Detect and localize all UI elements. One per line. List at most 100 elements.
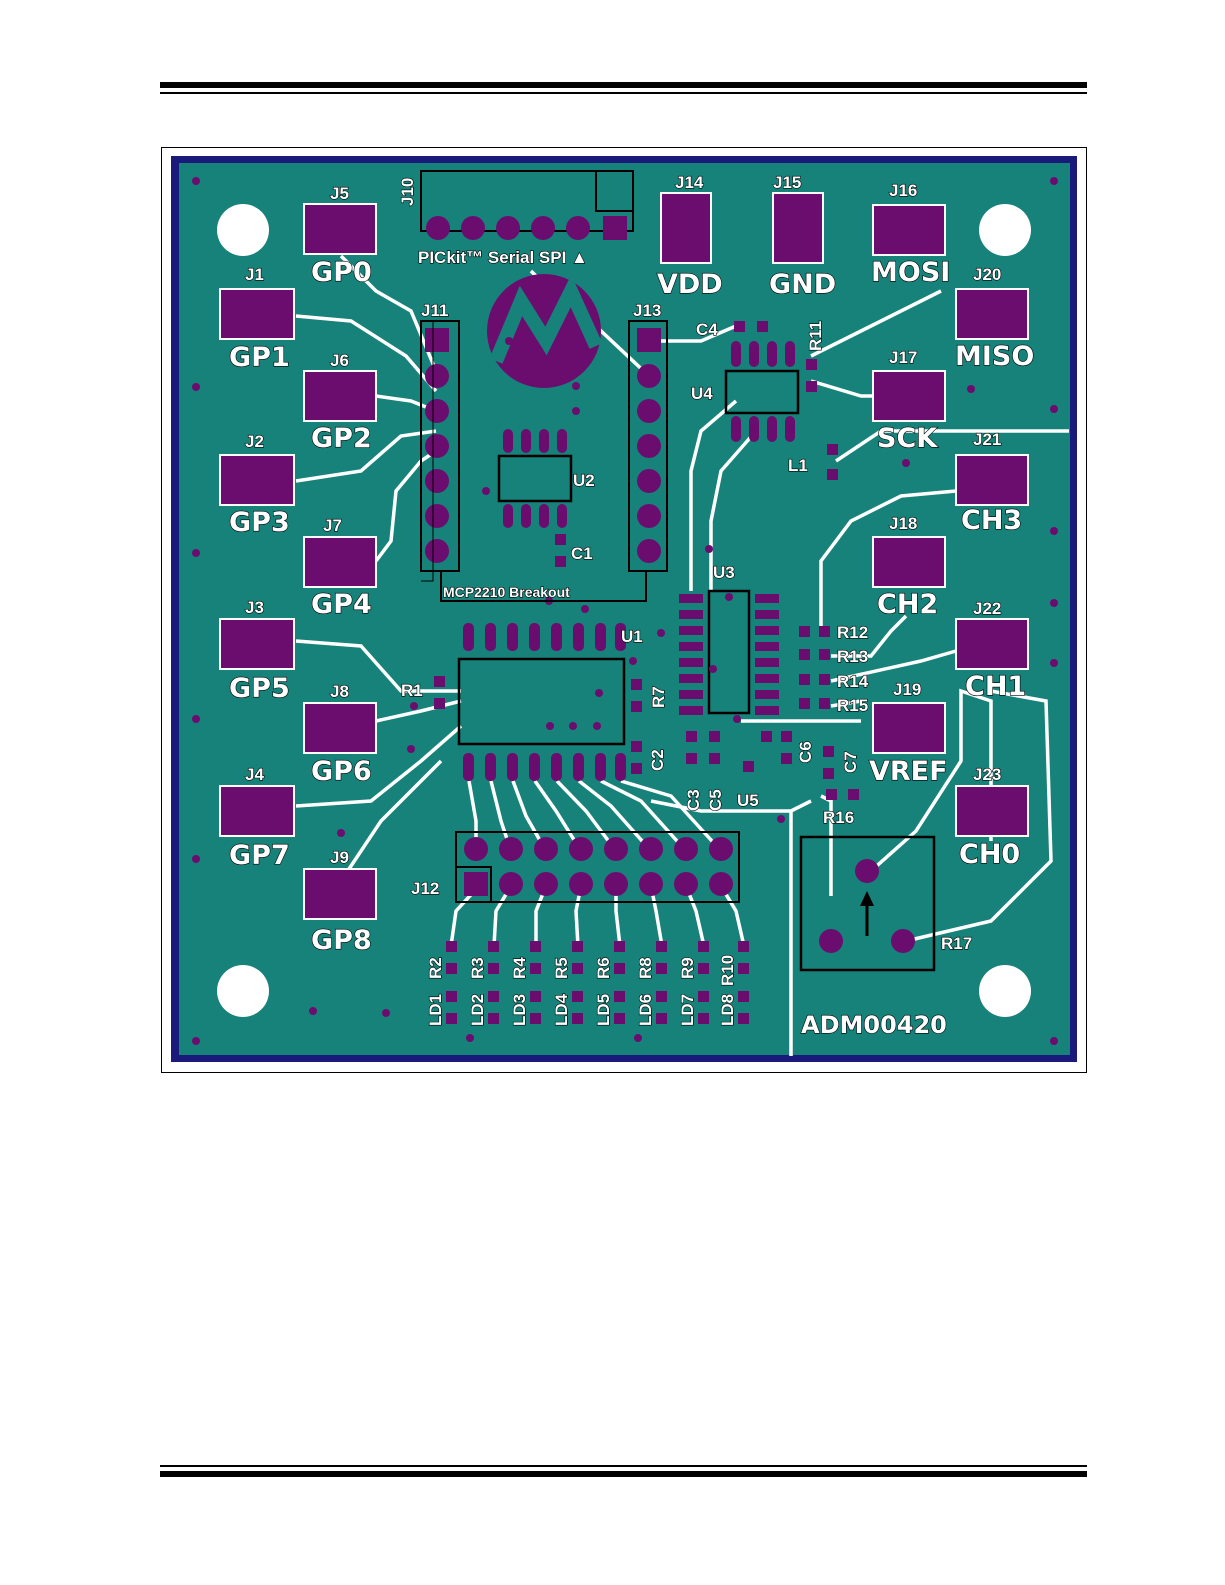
label-board-id: ADM00420: [801, 1011, 947, 1039]
label-ld: LD3: [510, 994, 529, 1026]
led-resistor-labels: R2 R3 R4 R5 R6 R8 R9 R10: [425, 954, 737, 986]
trace: [819, 489, 957, 631]
ic-u1: [457, 623, 626, 781]
label-j17: J17: [889, 348, 917, 367]
trace: [339, 254, 438, 372]
label-j22: J22: [973, 599, 1001, 618]
pad-j21: [955, 454, 1029, 506]
label-r: R6: [594, 957, 613, 979]
pad-j15: [772, 192, 824, 264]
label-r14: R14: [837, 672, 869, 691]
label-j1: J1: [245, 265, 264, 284]
trace: [905, 689, 1053, 943]
pad-j8: [303, 702, 377, 754]
label-c7: C7: [841, 751, 860, 773]
footer-rule-thin: [160, 1465, 1087, 1467]
label-r11: R11: [806, 321, 825, 351]
label-j21: J21: [973, 430, 1001, 449]
pad-j5: [303, 203, 377, 255]
pad-j14: [660, 192, 712, 264]
header-j13: [628, 320, 668, 572]
label-j5: J5: [330, 184, 349, 203]
pin-pad: [426, 216, 450, 240]
label-gnd: GND: [769, 269, 836, 300]
trace: [374, 449, 437, 563]
pin-pad: [496, 216, 520, 240]
trace: [709, 429, 758, 591]
label-r17: R17: [941, 934, 972, 953]
label-ld: LD1: [426, 994, 445, 1026]
vias: [192, 177, 1058, 1045]
header-rule-thin: [160, 92, 1087, 94]
pin-pad-square: [425, 328, 449, 352]
label-mosi: MOSI: [871, 257, 950, 288]
pin-pad: [531, 216, 555, 240]
label-j6: J6: [330, 351, 349, 370]
trace: [533, 779, 583, 852]
label-u5: U5: [737, 791, 759, 810]
label-c5: C5: [706, 789, 725, 811]
silkscreen-labels: J10 PICkit™ Serial SPI ▲ J5 GP0 J1 GP1 J…: [228, 172, 1035, 1039]
pin-pad-square: [637, 328, 661, 352]
label-gp7: GP7: [229, 840, 290, 871]
label-c1: C1: [571, 544, 593, 563]
label-ld: LD4: [552, 993, 571, 1026]
label-vref: VREF: [869, 756, 948, 787]
label-u3: U3: [713, 563, 735, 582]
test-pads: [219, 192, 1029, 920]
label-gp4: GP4: [311, 589, 372, 620]
pad-j17: [872, 370, 946, 422]
breakout-outline: [440, 571, 647, 602]
label-j18: J18: [889, 514, 917, 533]
label-ld: LD6: [636, 994, 655, 1026]
pad-j20: [955, 288, 1029, 340]
mounting-hole: [979, 204, 1031, 256]
trace: [295, 639, 461, 693]
label-ld: LD2: [468, 994, 487, 1026]
trace: [646, 324, 737, 343]
label-r: R9: [678, 957, 697, 979]
trace: [295, 724, 463, 808]
label-pickit: PICkit™ Serial SPI ▲: [418, 248, 588, 267]
label-gp5: GP5: [229, 673, 290, 704]
trace: [577, 779, 653, 853]
mounting-hole: [217, 965, 269, 1017]
pin-pad: [461, 216, 485, 240]
label-ch3: CH3: [961, 505, 1022, 536]
header-rule-thick: [160, 82, 1087, 88]
led-labels: LD1 LD2 LD3 LD4 LD5 LD6 LD7 LD8: [425, 993, 737, 1027]
label-breakout: MCP2210 Breakout: [443, 584, 570, 600]
trace: [835, 429, 1069, 463]
trace: [555, 779, 618, 853]
trace: [831, 614, 908, 658]
pad-j6: [303, 370, 377, 422]
label-j15: J15: [773, 173, 801, 192]
label-j3: J3: [245, 598, 264, 617]
pad-j23: [955, 785, 1029, 837]
label-gp3: GP3: [229, 507, 290, 538]
header-j12: [455, 831, 740, 903]
label-ld: LD7: [678, 994, 697, 1026]
label-ld: LD8: [718, 994, 737, 1026]
label-j11: J11: [421, 301, 448, 320]
trace: [339, 759, 443, 882]
pad-j9: [303, 868, 377, 920]
label-r: R10: [718, 955, 737, 986]
pin-pad-square: [603, 216, 627, 240]
trace: [375, 699, 462, 723]
label-ch2: CH2: [877, 589, 938, 620]
label-vdd: VDD: [657, 269, 723, 300]
label-j9: J9: [330, 848, 349, 867]
pad-j22: [955, 618, 1029, 670]
label-j2: J2: [245, 432, 264, 451]
label-c2: C2: [648, 749, 667, 771]
label-gp8: GP8: [311, 925, 372, 956]
label-j20: J20: [973, 265, 1001, 284]
header-j10: [420, 170, 634, 240]
pad-j4: [219, 785, 295, 837]
label-j7: J7: [323, 516, 342, 535]
label-u2: U2: [573, 471, 595, 490]
label-j13: J13: [633, 301, 661, 320]
label-r1: R1: [401, 681, 423, 700]
ic-u2: [497, 429, 573, 528]
